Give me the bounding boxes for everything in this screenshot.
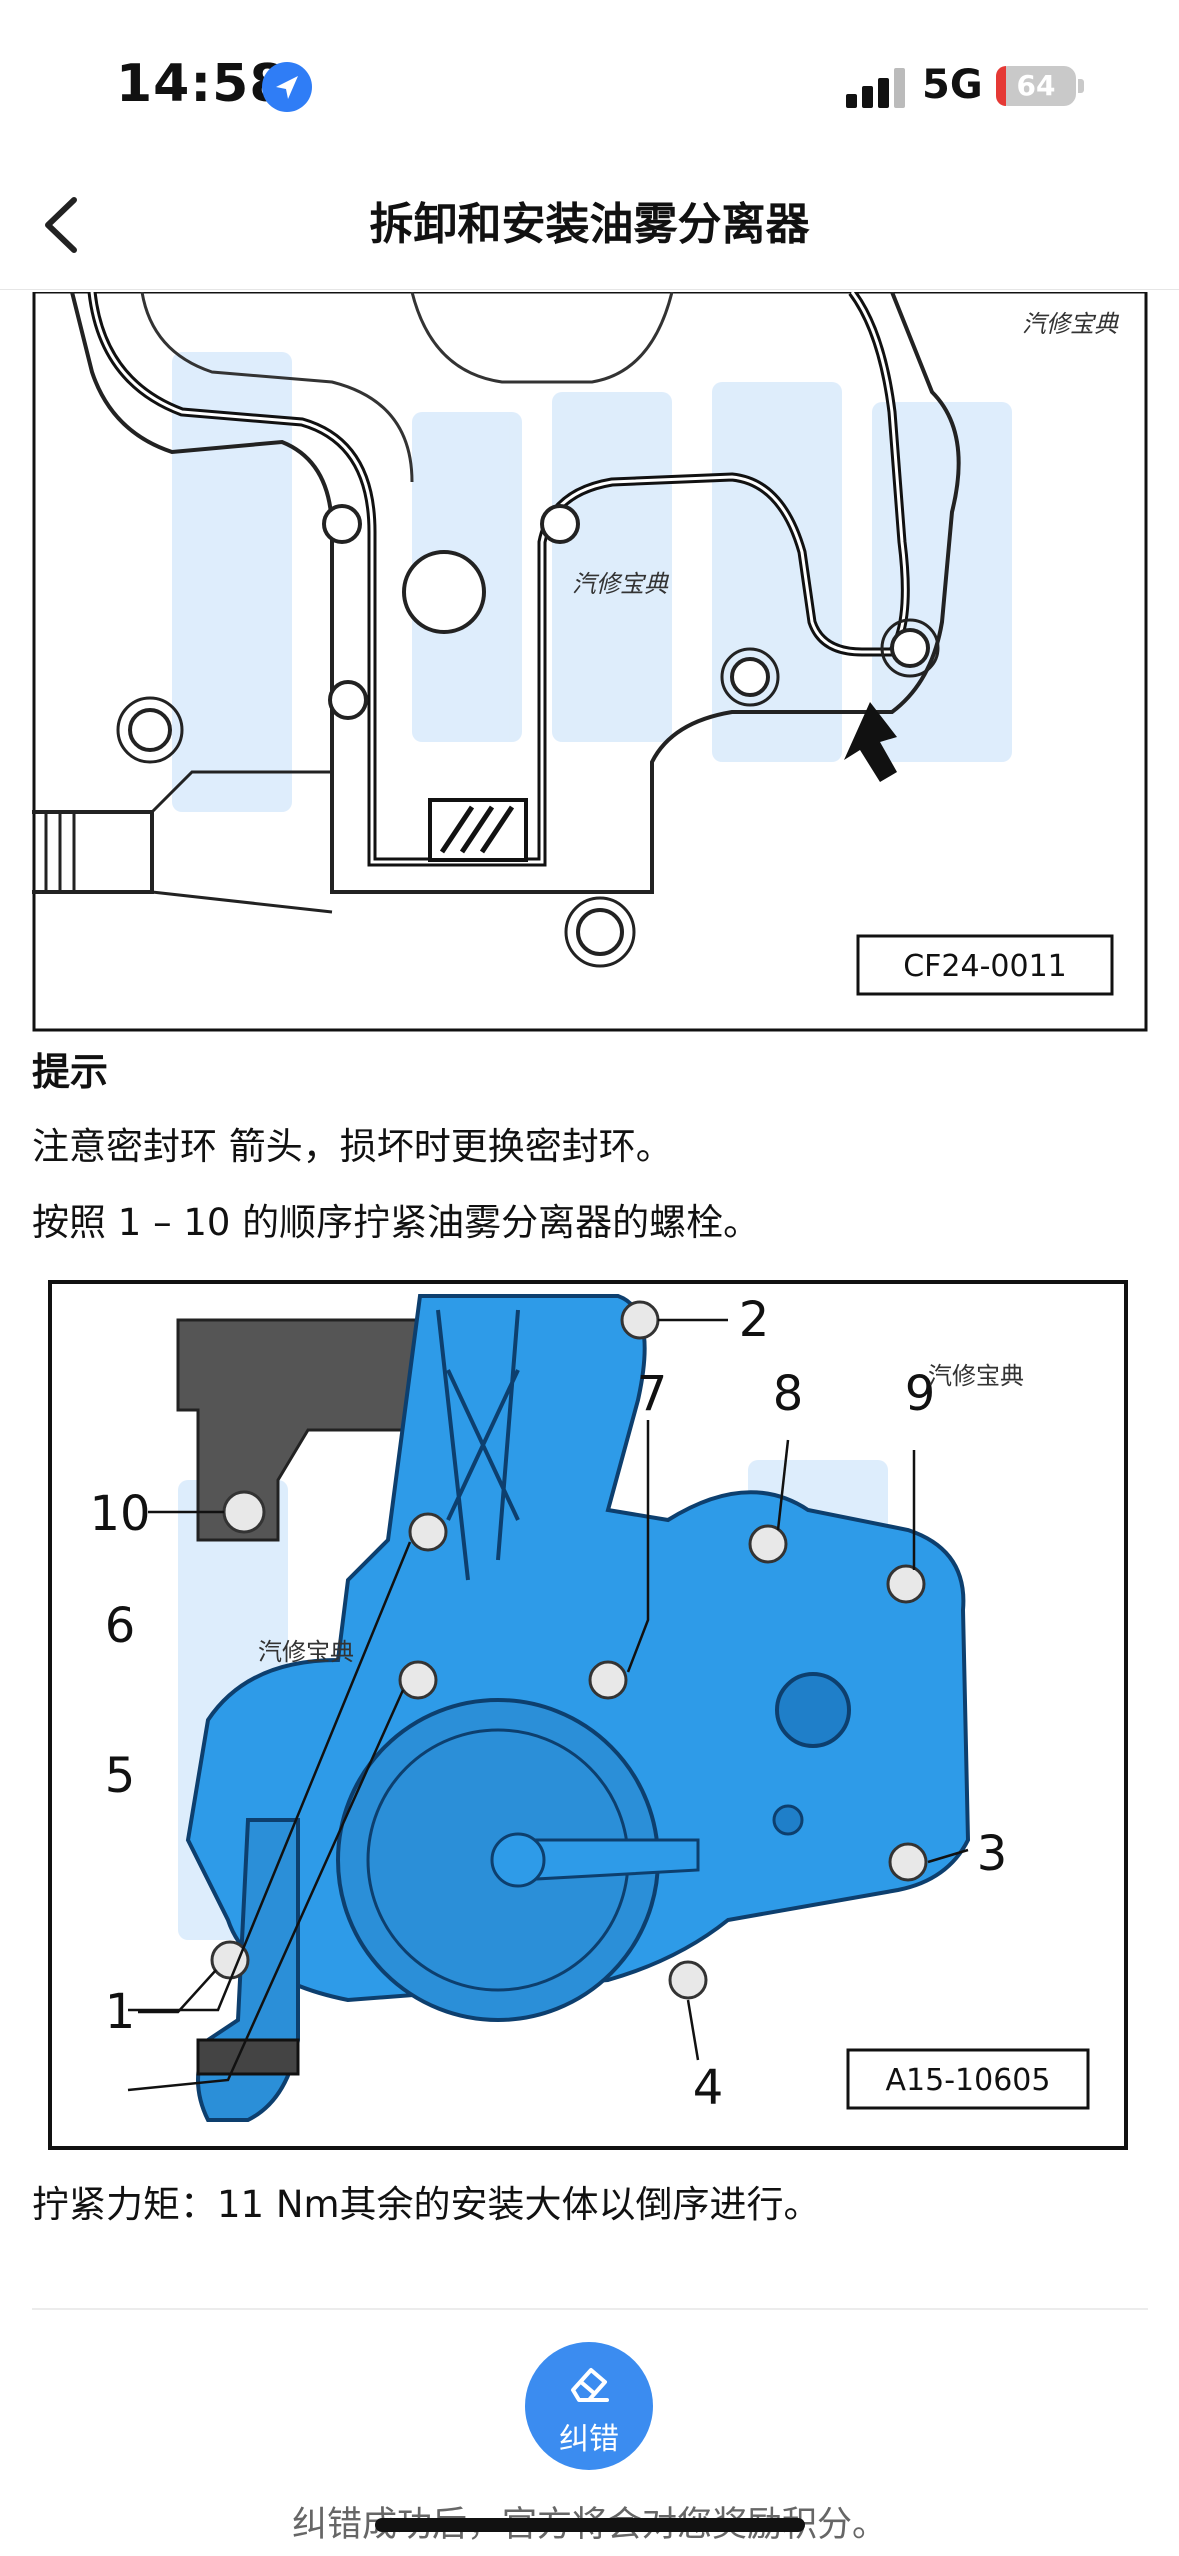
- back-button[interactable]: [34, 190, 94, 260]
- watermark-stamp: 汽修宝典: [572, 570, 670, 598]
- bolt-label-4: 4: [693, 2060, 724, 2116]
- tip-heading: 提示: [32, 1050, 109, 1094]
- report-error-button[interactable]: 纠错: [525, 2342, 653, 2470]
- page-title: 拆卸和安装油雾分离器: [369, 199, 810, 250]
- bolt-label-5: 5: [105, 1748, 136, 1804]
- bolt-label-6: 6: [105, 1598, 136, 1654]
- battery-icon: 64: [996, 66, 1076, 106]
- bolt-label-8: 8: [773, 1366, 804, 1422]
- bolt-label-2: 2: [739, 1292, 770, 1348]
- clock: 14:58: [116, 54, 287, 114]
- figure-bolt-sequence-diagram: 1 2 3 4 5 6 7 8 9 10 汽修宝典 汽修宝典 A15-10605: [48, 1280, 1128, 2150]
- divider: [32, 2308, 1148, 2310]
- figure-code: A15-10605: [886, 2063, 1051, 2098]
- cellular-signal-icon: [846, 68, 908, 108]
- location-arrow-icon: [262, 62, 312, 112]
- bolt-label-1: 1: [105, 1984, 136, 2040]
- torque-note: 拧紧力矩：11 Nm其余的安装大体以倒序进行。: [32, 2183, 821, 2226]
- figure-code: CF24-0011: [903, 949, 1067, 984]
- chevron-left-icon: [45, 197, 77, 253]
- battery-level: 64: [1016, 69, 1056, 102]
- watermark-stamp: 汽修宝典: [258, 1638, 354, 1666]
- battery-tip: [1078, 79, 1084, 93]
- bolt-label-9: 9: [905, 1366, 936, 1422]
- bolt-label-10: 10: [89, 1486, 150, 1542]
- watermark-stamp: 汽修宝典: [1022, 310, 1120, 338]
- eraser-icon: [571, 2368, 609, 2402]
- tip-line-2: 按照 1 – 10 的顺序拧紧油雾分离器的螺栓。: [32, 1201, 761, 1244]
- nav-bar: 拆卸和安装油雾分离器: [0, 160, 1179, 290]
- home-indicator[interactable]: [375, 2518, 805, 2532]
- report-error-label: 纠错: [559, 2422, 619, 2457]
- bolt-label-3: 3: [977, 1826, 1008, 1882]
- network-type: 5G: [922, 62, 983, 108]
- figure-seal-ring-diagram: 汽修宝典 汽修宝典 CF24-0011: [32, 289, 1148, 1032]
- status-bar: 14:58 5G 64: [0, 0, 1179, 160]
- tip-line-1: 注意密封环 箭头，损坏时更换密封环。: [32, 1125, 673, 1168]
- watermark-stamp: 汽修宝典: [928, 1362, 1024, 1390]
- bolt-label-7: 7: [637, 1366, 668, 1422]
